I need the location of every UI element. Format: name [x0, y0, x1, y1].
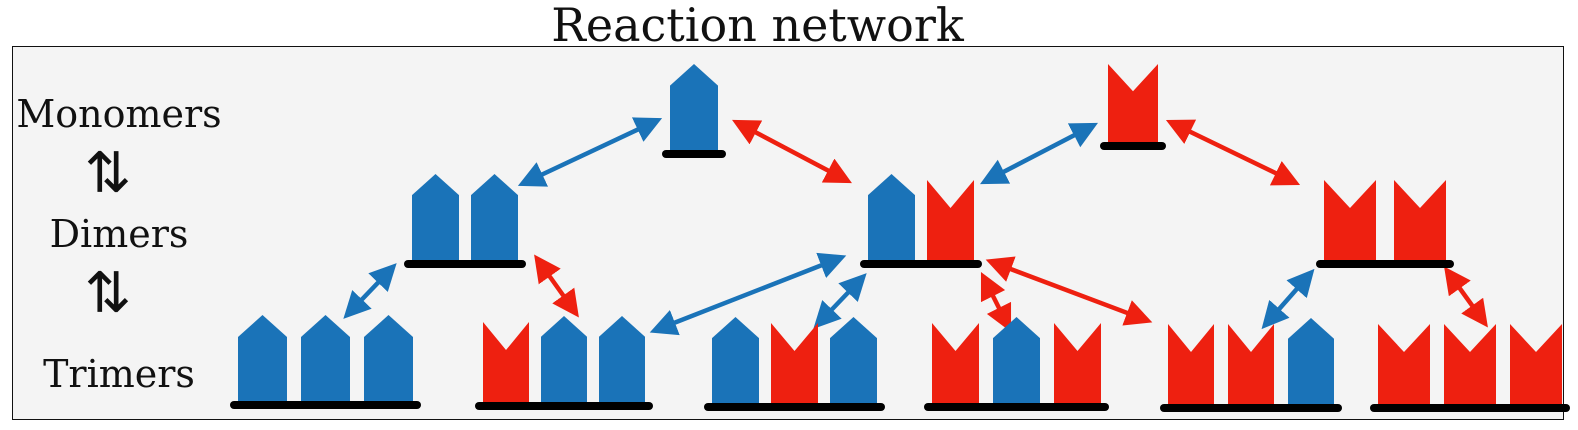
node-t-rrr — [1370, 324, 1570, 412]
label-trimers: Trimers — [43, 352, 195, 396]
red-unit-icon — [1378, 324, 1430, 404]
node-t-rbr — [924, 317, 1109, 411]
blue-unit-icon — [412, 174, 459, 260]
blue-unit-icon — [670, 64, 718, 150]
reaction-arrow-m-blue-d-bb — [517, 117, 663, 187]
blue-unit-icon — [238, 315, 287, 401]
reaction-arrow-m-red-d-br — [980, 122, 1098, 185]
equilibrium-arrows-icon: ⇅ — [84, 141, 132, 206]
red-unit-icon — [771, 323, 818, 403]
red-unit-icon — [932, 323, 979, 403]
reaction-arrow-m-red-d-rr — [1165, 119, 1301, 186]
blue-unit-icon — [868, 174, 915, 260]
red-unit-icon — [1444, 324, 1496, 404]
node-t-rrb — [1160, 318, 1342, 412]
label-monomers: Monomers — [16, 92, 222, 136]
blue-unit-icon — [712, 317, 759, 403]
reaction-arrow-d-br-t-rbb — [649, 252, 847, 336]
red-unit-icon — [1394, 180, 1446, 260]
reaction-arrow-d-bb-t-bbb — [343, 263, 397, 319]
equilibrium-arrows-icon: ⇅ — [84, 261, 132, 326]
reaction-arrow-d-br-t-rbr — [980, 271, 1012, 333]
red-unit-icon — [1228, 324, 1274, 404]
red-unit-icon — [1168, 324, 1214, 404]
node-d-bb — [404, 174, 526, 268]
red-unit-icon — [483, 322, 529, 402]
reaction-arrow-d-rr-t-rrr — [1444, 266, 1488, 328]
reaction-arrow-m-blue-d-br — [732, 119, 852, 184]
diagram-title: Reaction network — [551, 0, 964, 52]
node-m-blue — [662, 64, 726, 158]
blue-unit-icon — [301, 315, 350, 401]
reaction-arrow-d-rr-t-rrb — [1261, 268, 1315, 330]
red-unit-icon — [1510, 324, 1562, 404]
blue-unit-icon — [364, 315, 413, 401]
blue-unit-icon — [471, 174, 518, 260]
red-unit-icon — [1108, 64, 1158, 142]
red-unit-icon — [1054, 323, 1101, 403]
node-t-rbb — [475, 316, 653, 410]
reaction-arrow-d-bb-t-rbb — [534, 254, 579, 318]
node-d-rr — [1316, 180, 1454, 268]
reaction-arrow-d-br-t-brb — [813, 273, 867, 329]
red-unit-icon — [927, 180, 974, 260]
node-t-brb — [704, 317, 885, 411]
blue-unit-icon — [830, 317, 877, 403]
node-d-br — [860, 174, 982, 268]
node-t-bbb — [230, 315, 421, 409]
blue-unit-icon — [1288, 318, 1334, 404]
blue-unit-icon — [599, 316, 645, 402]
blue-unit-icon — [993, 317, 1040, 403]
label-dimers: Dimers — [49, 212, 189, 256]
reaction-arrow-d-br-t-rrb — [985, 256, 1153, 326]
node-m-red — [1100, 64, 1166, 150]
blue-unit-icon — [541, 316, 587, 402]
red-unit-icon — [1324, 180, 1376, 260]
